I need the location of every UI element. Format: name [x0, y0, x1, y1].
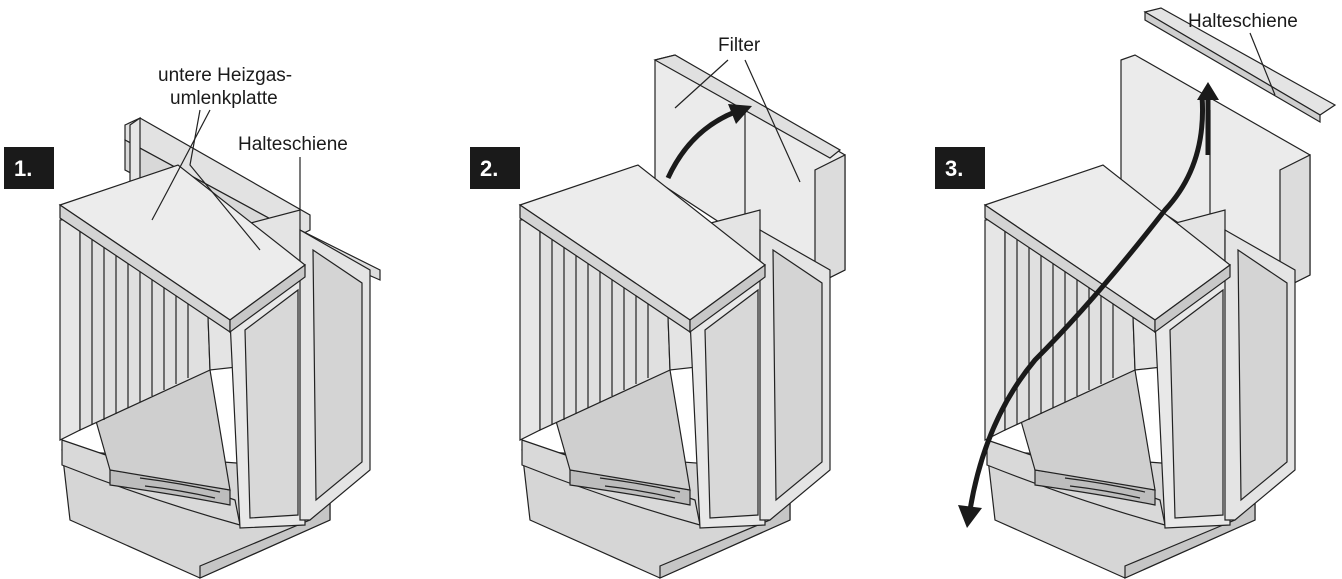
plate-label-line1: untere Heizgas- [158, 65, 292, 86]
rail-label: Halteschiene [238, 134, 348, 155]
lift-arrow-head [728, 104, 752, 124]
removal-arrow-head [958, 505, 982, 528]
removal-arrow [967, 95, 1206, 511]
filter-leader-line-1 [674, 59, 729, 109]
filter-leader-line-2 [744, 59, 801, 183]
plate-label-line2: umlenkplatte [170, 88, 278, 109]
step-badge: 2. [480, 156, 498, 181]
step-badge: 1. [14, 156, 32, 181]
lift-arrow [665, 109, 736, 180]
rail-leader-line [1249, 32, 1276, 96]
rail-label: Halteschiene [1188, 11, 1298, 32]
step-badge-bg [4, 147, 54, 189]
step-2: 2. Filter [470, 35, 846, 579]
filter-label: Filter [718, 35, 761, 56]
up-arrow-head [1197, 82, 1219, 100]
step-3: 3. Halteschiene [935, 7, 1337, 579]
step-1: 1. untere Heizgas- umlenkplatte Haltesch… [4, 65, 381, 579]
plate-leader-line [151, 109, 211, 221]
step-badge: 3. [945, 156, 963, 181]
stove-body [59, 164, 371, 579]
